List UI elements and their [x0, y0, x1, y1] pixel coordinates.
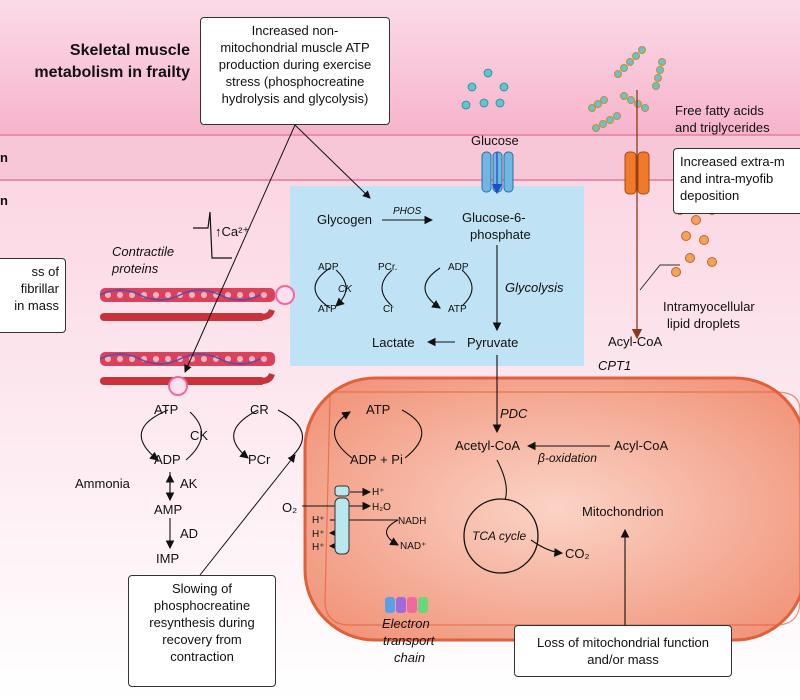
h2o-label: H₂O [372, 502, 391, 513]
pcr2-label: PCr [248, 452, 271, 467]
etc-label-1: Electron [382, 616, 430, 631]
acetylcoa-label: Acetyl-CoA [455, 438, 520, 453]
amp-label: AMP [154, 502, 182, 517]
etc-label-3: chain [394, 650, 425, 665]
tca-cycle-circle [463, 498, 539, 574]
imld-label-1: Intramyocellular [663, 299, 755, 314]
imld-label-2: lipid droplets [667, 316, 740, 331]
g6p-label-2: phosphate [470, 227, 531, 242]
hplus-2-label: H⁺ [312, 515, 325, 526]
glycolysis-box [290, 186, 584, 366]
glycogen-label: Glycogen [317, 212, 372, 227]
glucose-label: Glucose [471, 133, 519, 148]
tca-label: TCA cycle [472, 529, 527, 543]
pdc-label: PDC [500, 406, 528, 421]
cpt1-label: CPT1 [598, 358, 631, 373]
nadplus-label: NAD⁺ [400, 541, 426, 552]
mitochondrial-loss-box: Loss of mitochondrial function and/or ma… [514, 625, 732, 677]
pcr-resynthesis-box: Slowing of phosphocreatine resynthesis d… [128, 575, 276, 687]
etc-complex-icon [334, 485, 428, 613]
adp-left-label: ADP [154, 452, 181, 467]
atp1-label: ATP [318, 304, 337, 315]
sarcolemma-band [0, 135, 800, 180]
extracellular-region [0, 0, 800, 135]
lactate-label: Lactate [372, 335, 415, 350]
fatty-acid-molecules [588, 46, 666, 132]
diagram-title: Skeletal muscle metabolism in frailty [34, 42, 190, 81]
pyruvate-label: Pyruvate [467, 335, 518, 350]
ck2-label: CK [190, 428, 208, 443]
atp-mito-label: ATP [366, 402, 390, 417]
glucose-molecules [461, 68, 509, 110]
adp2-label: ADP [448, 262, 469, 273]
glycolysis-label: Glycolysis [505, 280, 564, 295]
ck1-label: CK [338, 284, 353, 295]
calcium-label: ↑Ca²⁺ [215, 224, 249, 239]
acylcoa-in-label: Acyl-CoA [614, 438, 669, 453]
boxidation-label: β-oxidation [537, 451, 597, 465]
fatty-acid-transporter-icon [624, 90, 650, 340]
adp1-label: ADP [318, 262, 339, 273]
atp-left-label: ATP [154, 402, 178, 417]
edge-label-2: n [0, 193, 8, 208]
contractile-fibres [99, 285, 295, 396]
glucose-transporter-icon [481, 151, 514, 195]
myofibrillar-loss-box: ss of fibrillar in mass [0, 258, 66, 333]
mitochondrion-label: Mitochondrion [582, 504, 664, 519]
hplus-3-label: H⁺ [312, 529, 325, 540]
nadh-label: NADH [398, 516, 426, 527]
acylcoa-out-label: Acyl-CoA [608, 334, 663, 349]
hplus-4-label: H⁺ [312, 542, 325, 553]
etc-label-2: transport [383, 633, 436, 648]
ak-label: AK [180, 476, 198, 491]
pcr1-label: PCr. [378, 262, 397, 273]
imp-label: IMP [156, 551, 179, 566]
atp2-label: ATP [448, 304, 467, 315]
hplus-1-label: H⁺ [372, 487, 385, 498]
o2-label: O₂ [282, 500, 297, 515]
co2-label: CO₂ [565, 546, 590, 561]
cr2-label: CR [250, 402, 269, 417]
g6p-label-1: Glucose-6- [462, 210, 526, 225]
phos-label: PHOS [393, 206, 422, 217]
exercise-stress-box: Increased non- mitochondrial muscle ATP … [200, 17, 390, 125]
ffa-label-1: Free fatty acids [675, 103, 764, 118]
adppi-label: ADP + Pi [350, 452, 403, 467]
pointer-lines [184, 124, 371, 576]
ffa-label-2: and triglycerides [675, 120, 770, 135]
contractile-label-2: proteins [111, 261, 159, 276]
edge-label-1: n [0, 150, 8, 165]
ad-label: AD [180, 526, 198, 541]
calcium-spike [193, 211, 232, 259]
contractile-label-1: Contractile [112, 244, 174, 259]
ammonia-label: Ammonia [75, 476, 131, 491]
lipid-deposition-box: Increased extra-m and intra-myofib depos… [673, 148, 800, 214]
cr1-label: Cr [383, 304, 394, 315]
